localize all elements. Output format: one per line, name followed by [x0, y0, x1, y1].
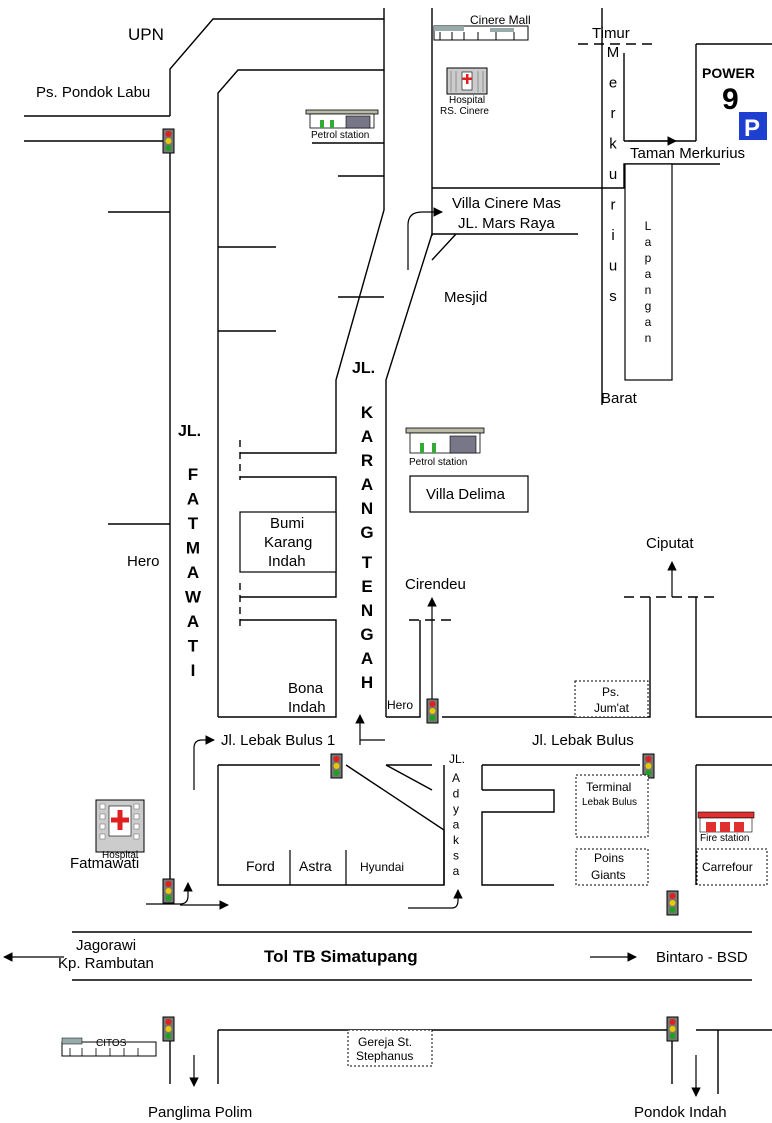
label-terminal: Terminal [586, 780, 631, 794]
label-jl-mars-raya: JL. Mars Raya [458, 215, 555, 232]
label-villa-cinere-mas: Villa Cinere Mas [452, 195, 561, 212]
label-hero: Hero [127, 553, 160, 570]
label-rs-cinere: RS. Cinere [440, 106, 489, 117]
label-barat: Barat [601, 390, 638, 407]
label-jl-lebak-bulus-1: Jl. Lebak Bulus 1 [221, 732, 335, 749]
label-hyundai: Hyundai [360, 860, 404, 874]
label-bona: Bona [288, 680, 324, 697]
label-gereja: Gereja St. [358, 1035, 412, 1049]
label-giants: Giants [591, 868, 626, 882]
direction-arrows [3, 136, 701, 1097]
label-jumat: Jum'at [594, 701, 630, 715]
gereja-box [347, 1029, 433, 1067]
map-labels: UPN Ps. Pondok Labu Cinere Mall Hospital… [36, 13, 760, 1121]
label-jl-fatmawati: JL. [178, 423, 201, 440]
traffic-lights [162, 128, 679, 1042]
label-hospital-rs-cinere: Hospital [449, 95, 485, 106]
label-power: POWER [702, 65, 755, 81]
label-bintaro-bsd: Bintaro - BSD [656, 949, 748, 966]
hospital-icon [446, 67, 488, 95]
carrefour-box [696, 848, 768, 886]
label-ford: Ford [246, 858, 275, 874]
label-mesjid: Mesjid [444, 289, 487, 306]
label-karang: Karang [264, 534, 312, 551]
label-stephanus: Stephanus [356, 1049, 413, 1063]
label-bona-indah: Indah [288, 699, 326, 716]
label-kp-rambutan: Kp. Rambutan [58, 955, 154, 972]
petrol-station-icon [305, 109, 379, 129]
parking-sign-icon [739, 112, 767, 140]
traffic-light-icon [426, 698, 439, 724]
label-jl-adyaksa: JL. [449, 752, 465, 766]
label-citos: CITOS [96, 1038, 127, 1049]
traffic-light-icon [162, 1016, 175, 1042]
traffic-light-icon [162, 878, 175, 904]
label-ps-pondok-labu: Ps. Pondok Labu [36, 84, 150, 101]
label-cinere-mall: Cinere Mall [470, 13, 531, 27]
fire-station-icon [697, 811, 755, 833]
mall-icon [433, 25, 529, 41]
bumi-karang-indah-box [239, 511, 337, 573]
label-taman-merkurius: Taman Merkurius [630, 145, 745, 162]
label-cirendeu: Cirendeu [405, 576, 466, 593]
label-petrol-station: Petrol station [311, 130, 369, 141]
label-ps: Ps. [602, 685, 619, 699]
label-bumi: Bumi [270, 515, 304, 532]
label-power-number: 9 [722, 83, 739, 116]
label-parking: P [744, 115, 760, 142]
petrol-station-icon [405, 427, 485, 454]
label-astra: Astra [299, 858, 332, 874]
traffic-light-icon [642, 753, 655, 779]
label-petrol-station-2: Petrol station [409, 457, 467, 468]
traffic-light-icon [666, 890, 679, 916]
mall-icon [61, 1037, 157, 1057]
label-jl-karang-tengah: JL. [352, 360, 375, 377]
ps-jumat-box [574, 680, 649, 718]
label-fire-station: Fire station [700, 833, 749, 844]
traffic-light-icon [162, 128, 175, 154]
villa-delima-box [409, 475, 529, 513]
label-lebak-bulus-terminal: Lebak Bulus [582, 797, 637, 808]
label-pondok-indah: Pondok Indah [634, 1104, 727, 1121]
label-villa-delima: Villa Delima [426, 486, 506, 503]
traffic-light-icon [330, 753, 343, 779]
label-jl-lebak-bulus: Jl. Lebak Bulus [532, 732, 634, 749]
label-carrefour: Carrefour [702, 860, 753, 874]
label-hospital-fatmawati: Hospital [102, 850, 138, 861]
label-poins: Poins [594, 851, 624, 865]
label-tol-tb-simatupang: Tol TB Simatupang [264, 947, 418, 966]
label-timur: Timur [592, 25, 630, 42]
traffic-light-icon [666, 1016, 679, 1042]
label-jagorawi: Jagorawi [76, 937, 136, 954]
terminal-box [575, 774, 649, 838]
label-panglima-polim: Panglima Polim [148, 1104, 252, 1121]
label-ciputat: Ciputat [646, 535, 694, 552]
poins-giants-box [575, 848, 649, 886]
label-hero-small: Hero [387, 698, 413, 712]
label-upn: UPN [128, 25, 164, 44]
label-indah: Indah [268, 553, 306, 570]
label-fatmawati: Fatmawati [70, 855, 139, 872]
hospital-icon [95, 799, 145, 853]
